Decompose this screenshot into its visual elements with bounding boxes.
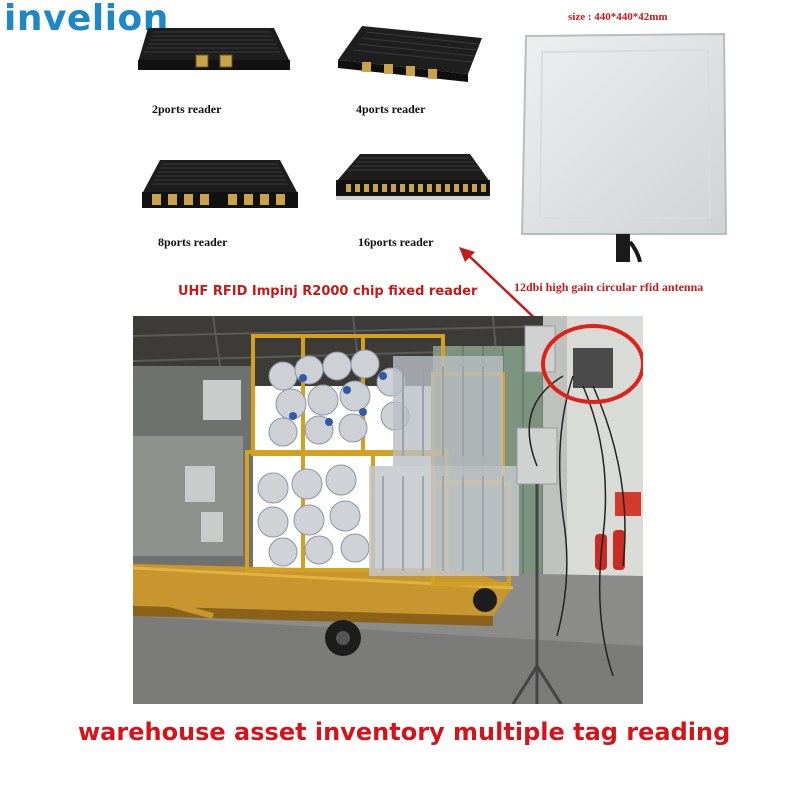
bottom-title: warehouse asset inventory multiple tag r… (78, 718, 731, 746)
antenna-image (512, 30, 742, 263)
antenna-size-label: size : 440*440*42mm (568, 11, 668, 23)
warehouse-photo (133, 316, 643, 704)
brand-logo: invelion (4, 0, 169, 39)
reader-2ports-image (134, 22, 294, 74)
reader-8ports-label: 8ports reader (158, 235, 228, 249)
reader-chip-caption: UHF RFID Impinj R2000 chip fixed reader (178, 284, 478, 299)
reader-4ports-label: 4ports reader (356, 102, 426, 116)
reader-8ports-image (138, 158, 300, 216)
antenna-caption: 12dbi high gain circular rfid antenna (514, 280, 704, 294)
reader-2ports-label: 2ports reader (152, 102, 222, 116)
red-arrow-icon (459, 247, 544, 327)
reader-16ports-image (330, 152, 494, 210)
reader-16ports-label: 16ports reader (358, 235, 434, 249)
reader-4ports-image (332, 22, 492, 84)
